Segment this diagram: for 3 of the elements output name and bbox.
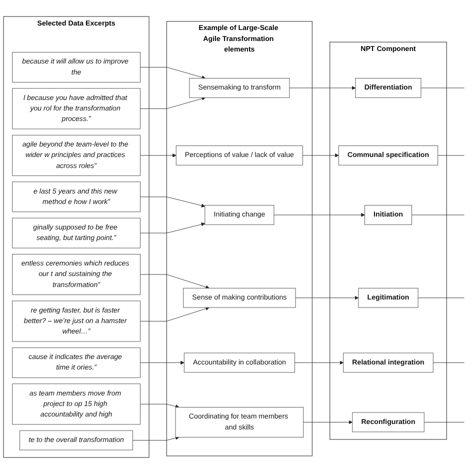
- connector: [438, 155, 465, 156]
- connector: [432, 362, 465, 363]
- connector: [412, 214, 465, 216]
